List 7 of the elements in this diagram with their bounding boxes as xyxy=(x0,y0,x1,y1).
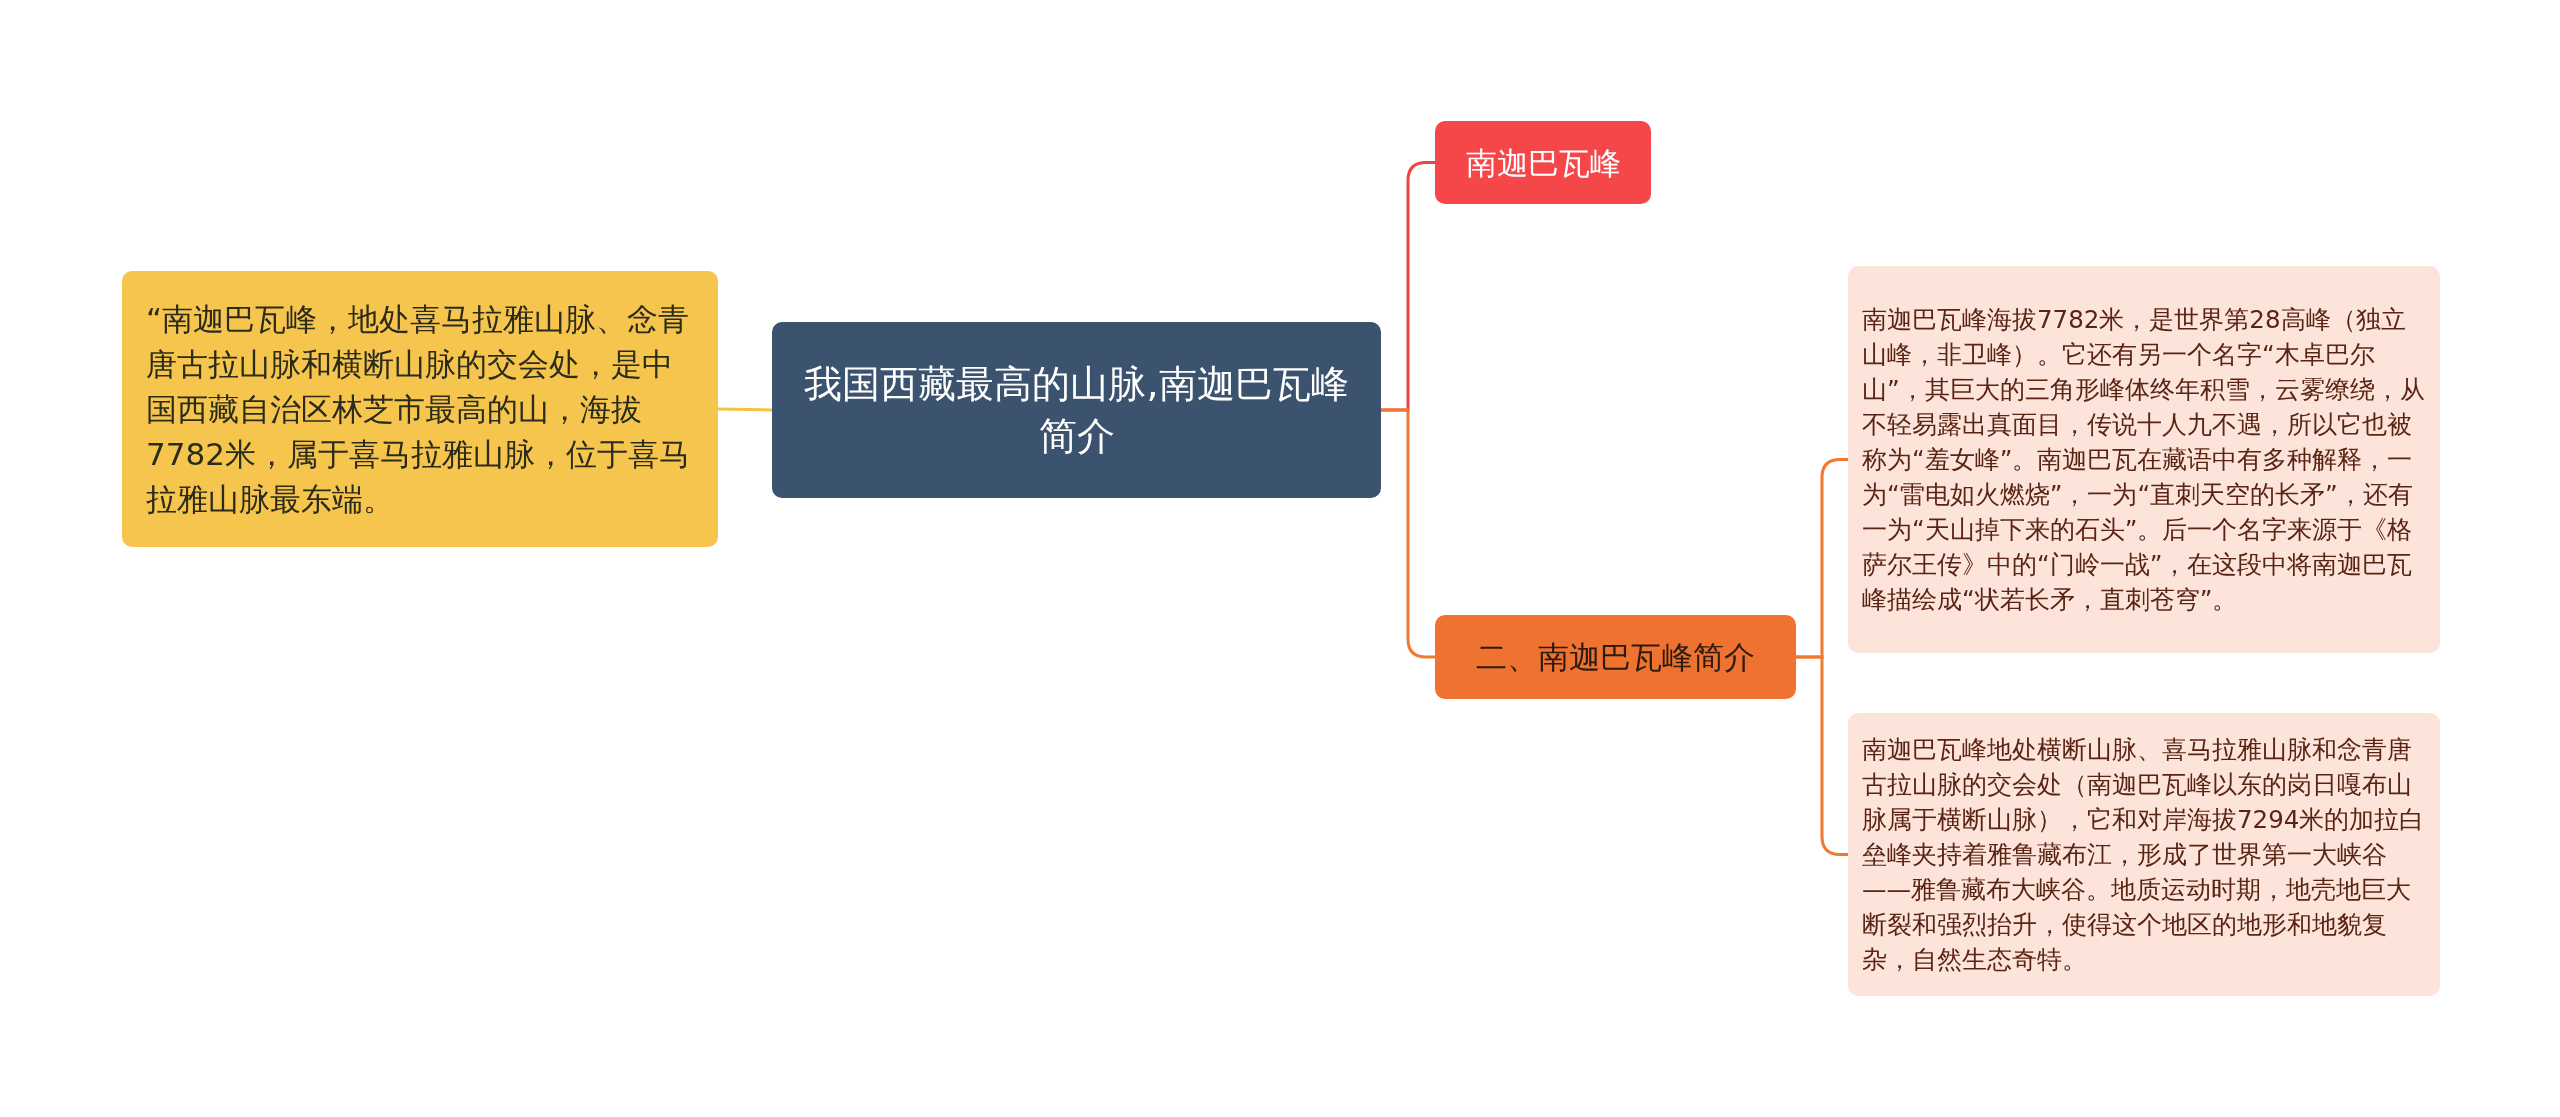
text-card: 南迦巴瓦峰地处横断山脉、喜马拉雅山脉和念青唐古拉山脉的交会处（南迦巴瓦峰以东的岗日嘎布山脉属于横断山脉），它和对岸海拔7294米的加拉白垒峰夹持着雅鲁藏布江，形成了世界第一大峡谷——雅鲁藏布大峡谷。地质运动时期，地壳地巨大断裂和强烈抬升，使得这个地区的地形和地貌复杂，自然生态奇特。 xyxy=(1848,713,2440,996)
text-card: 南迦巴瓦峰海拔7782米，是世界第28高峰（独立山峰，非卫峰）。它还有另一个名字“木卓巴尔山”，其巨大的三角形峰体终年积雪，云雾缭绕，从不轻易露出真面目，传说十人九不遇，所以它也被称为“羞女峰”。南迦巴瓦在藏语中有多种解释，一为“雷电如火燃烧”，一为“直刺天空的长矛”，还有一为“天山掉下来的石头”。后一个名字来源于《格萨尔王传》中的“门岭一战”，在这段中将南迦巴瓦峰描绘成“状若长矛，直刺苍穹”。 xyxy=(1848,266,2440,653)
topic-box: 我国西藏最高的山脉,南迦巴瓦峰简介 xyxy=(772,322,1381,498)
branch-box: 南迦巴瓦峰 xyxy=(1435,121,1651,204)
note-box: “南迦巴瓦峰，地处喜马拉雅山脉、念青唐古拉山脉和横断山脉的交会处，是中国西藏自治区林芝市最高的山，海拔7782米，属于喜马拉雅山脉，位于喜马拉雅山脉最东端。 xyxy=(122,271,718,547)
branch-box: 二、南迦巴瓦峰简介 xyxy=(1435,615,1796,699)
connector-line xyxy=(717,407,773,412)
